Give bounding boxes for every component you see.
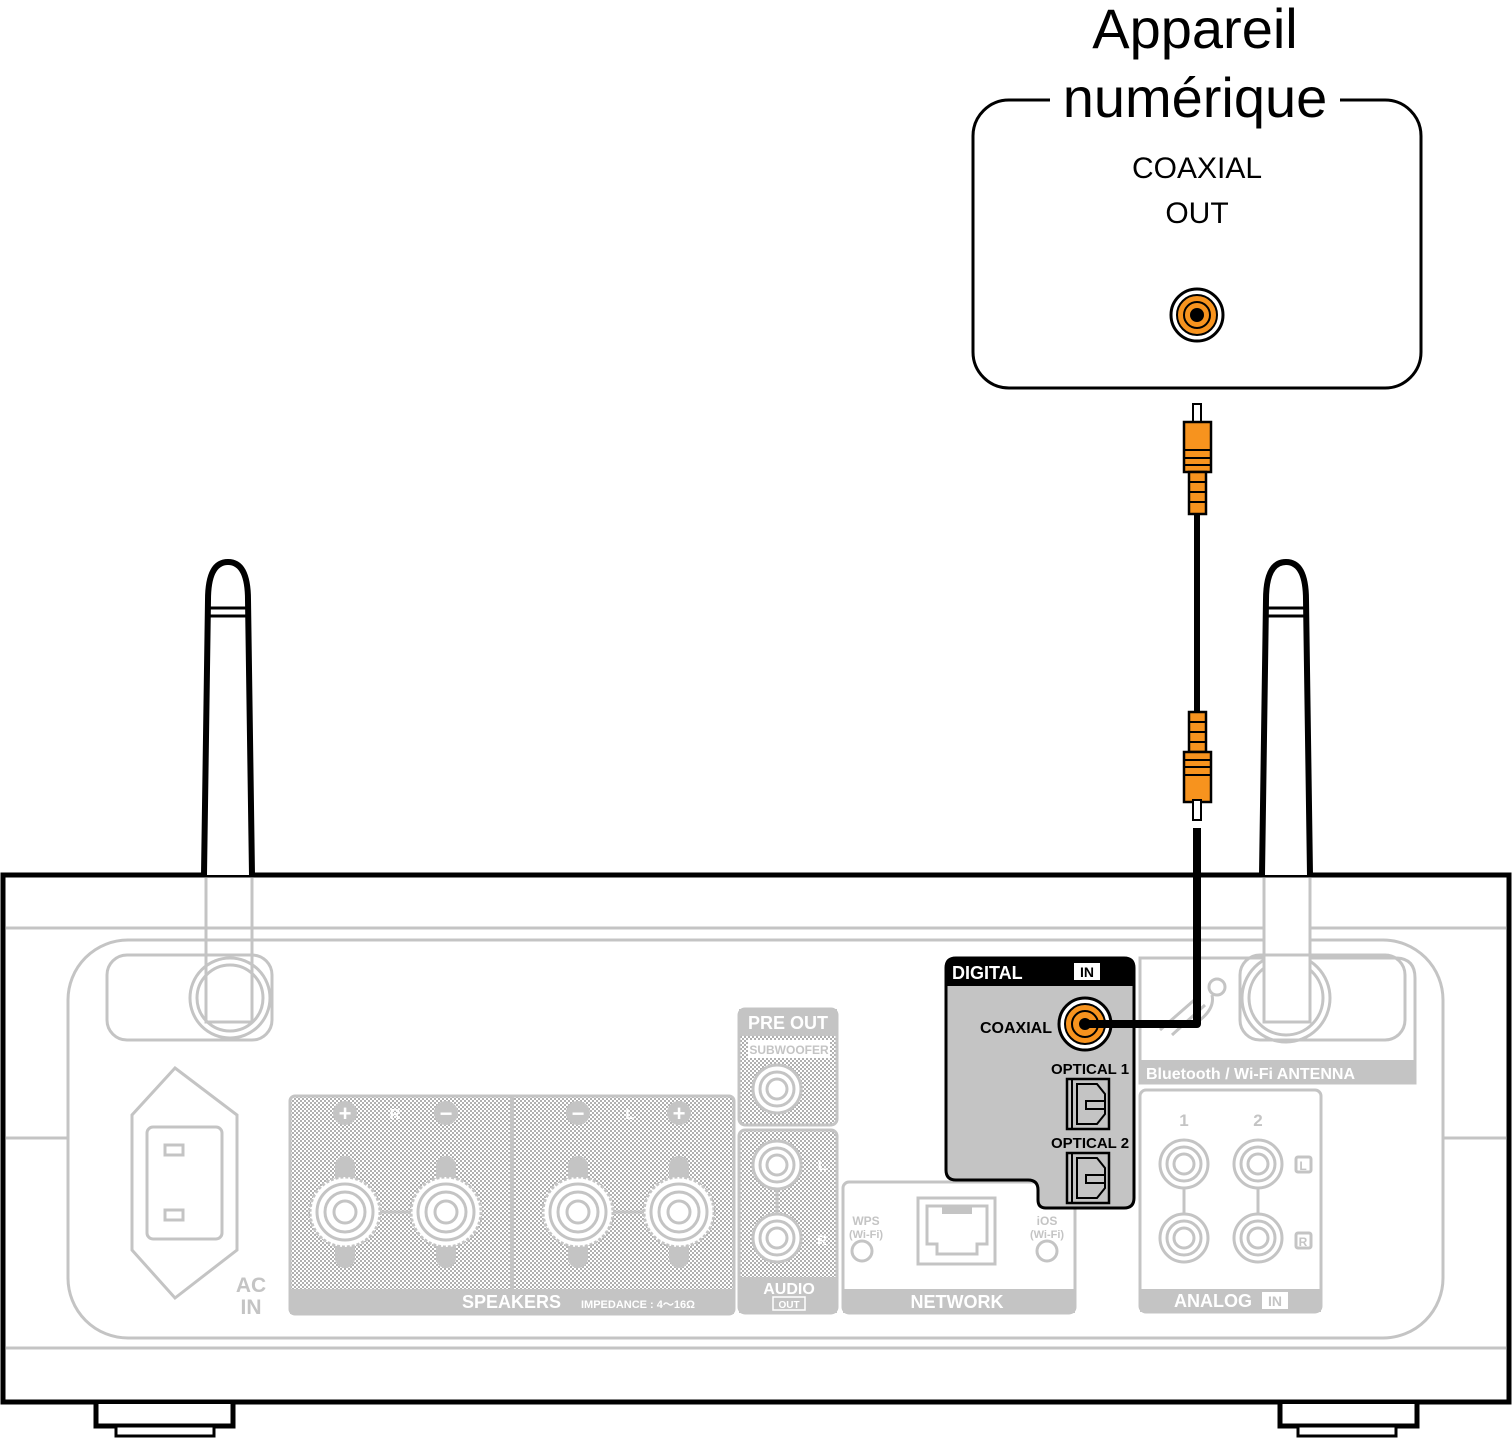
audio-out-l-jack[interactable] bbox=[751, 1139, 803, 1191]
device-title-line2: numérique bbox=[1063, 66, 1328, 129]
bluetooth-wifi-antenna-section: Bluetooth / Wi-Fi ANTENNA bbox=[1138, 878, 1417, 1085]
antenna-left bbox=[105, 558, 274, 1042]
digital-in-section: DIGITAL IN COAXIAL OPTICAL 1 OPTICAL 2 bbox=[944, 956, 1136, 1210]
analog-in-badge: IN bbox=[1268, 1293, 1282, 1309]
analog1-l-jack[interactable] bbox=[1158, 1138, 1210, 1190]
ac-in-label-2: IN bbox=[241, 1296, 262, 1319]
coaxial-in-label: COAXIAL bbox=[980, 1020, 1052, 1037]
coaxial-out-jack[interactable] bbox=[1169, 287, 1225, 343]
analog-r-label: R bbox=[1299, 1235, 1308, 1249]
foot-left bbox=[93, 1404, 236, 1438]
wps-sub-label: (Wi-Fi) bbox=[849, 1229, 883, 1241]
ios-button[interactable] bbox=[1035, 1239, 1059, 1263]
analog-l-label: L bbox=[1299, 1159, 1306, 1173]
speaker-l-plus: + bbox=[673, 1101, 686, 1126]
antenna-label: Bluetooth / Wi-Fi ANTENNA bbox=[1146, 1066, 1355, 1083]
speaker-terminal[interactable] bbox=[308, 1156, 382, 1268]
ios-sub-label: (Wi-Fi) bbox=[1030, 1229, 1064, 1241]
speaker-l-minus: − bbox=[572, 1101, 585, 1126]
foot-right bbox=[1277, 1404, 1420, 1438]
audio-out-l: L bbox=[818, 1157, 827, 1173]
ios-label: iOS bbox=[1037, 1214, 1058, 1228]
coaxial-cable[interactable] bbox=[1182, 403, 1213, 821]
speaker-terminal[interactable] bbox=[541, 1156, 615, 1268]
analog-in-section: 1 2 L R ANALOG IN bbox=[1138, 1088, 1323, 1314]
analog-col-1: 1 bbox=[1179, 1111, 1188, 1130]
digital-label: DIGITAL bbox=[952, 963, 1023, 983]
digital-device: Appareil numérique COAXIAL OUT bbox=[971, 0, 1423, 390]
speakers-impedance: IMPEDANCE : 4～16Ω bbox=[581, 1299, 695, 1311]
analog2-r-jack[interactable] bbox=[1232, 1212, 1284, 1264]
analog1-r-jack[interactable] bbox=[1158, 1212, 1210, 1264]
network-label: NETWORK bbox=[911, 1292, 1004, 1312]
optical2-port[interactable] bbox=[1065, 1151, 1111, 1205]
optical2-label: OPTICAL 2 bbox=[1051, 1135, 1129, 1152]
analog2-l-jack[interactable] bbox=[1232, 1138, 1284, 1190]
cable-to-coaxial-in bbox=[1085, 828, 1201, 1028]
device-title-line1: Appareil bbox=[1092, 0, 1297, 60]
wps-button[interactable] bbox=[850, 1239, 874, 1263]
speaker-terminal[interactable] bbox=[409, 1156, 483, 1268]
ac-in-label-1: AC bbox=[236, 1274, 266, 1297]
optical1-port[interactable] bbox=[1065, 1077, 1111, 1131]
device-port-label-line1: COAXIAL bbox=[1132, 152, 1262, 185]
audio-label: AUDIO bbox=[763, 1281, 815, 1298]
wps-label: WPS bbox=[852, 1214, 879, 1228]
speaker-r-minus: − bbox=[440, 1101, 453, 1126]
optical1-label: OPTICAL 1 bbox=[1051, 1061, 1129, 1078]
speaker-terminal[interactable] bbox=[642, 1156, 716, 1268]
audio-out-badge: OUT bbox=[778, 1300, 799, 1311]
speakers-section: R L + − − + SPEAKERS IMPEDANCE : 4～16Ω bbox=[288, 1094, 736, 1316]
speaker-l-label: L bbox=[625, 1106, 634, 1123]
speaker-r-label: R bbox=[390, 1106, 401, 1123]
audio-out-r-jack[interactable] bbox=[751, 1212, 803, 1264]
subwoofer-out-jack[interactable] bbox=[751, 1063, 803, 1115]
digital-in-badge: IN bbox=[1080, 964, 1094, 980]
ac-in-socket: AC IN bbox=[130, 1065, 266, 1319]
speaker-r-plus: + bbox=[339, 1101, 352, 1126]
device-port-label-line2: OUT bbox=[1165, 197, 1228, 230]
ethernet-port[interactable] bbox=[916, 1196, 997, 1266]
analog-label: ANALOG bbox=[1174, 1291, 1252, 1311]
subwoofer-label: SUBWOOFER bbox=[749, 1043, 829, 1057]
audio-out-r: R bbox=[817, 1232, 827, 1248]
speakers-label: SPEAKERS bbox=[462, 1292, 561, 1312]
pre-out-section: PRE OUT SUBWOOFER L R AUDIO OUT bbox=[737, 1007, 839, 1315]
antenna-right bbox=[1259, 558, 1313, 876]
network-section: WPS (Wi-Fi) iOS (Wi-Fi) NETWORK bbox=[841, 1180, 1077, 1315]
analog-col-2: 2 bbox=[1253, 1111, 1262, 1130]
pre-out-label: PRE OUT bbox=[748, 1013, 828, 1033]
